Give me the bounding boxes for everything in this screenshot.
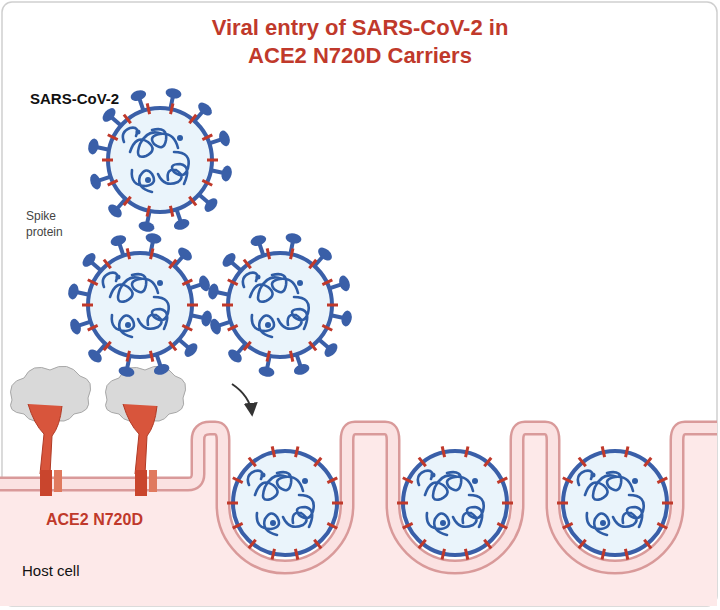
- cell-label: Host cell: [22, 562, 80, 580]
- spike-label: Spike protein: [26, 208, 88, 240]
- virus-label: SARS-CoV-2: [30, 90, 119, 108]
- title: Viral entry of SARS-CoV-2 in ACE2 N720D …: [185, 14, 535, 70]
- ace2-receptor: [106, 366, 186, 496]
- cell-membrane-inner: [0, 428, 717, 567]
- cell-membrane: [0, 428, 717, 567]
- ace2-receptor: [11, 366, 91, 496]
- entry-arrow: [232, 384, 252, 414]
- receptor-label: ACE2 N720D: [46, 510, 143, 530]
- host-cell: [0, 428, 717, 606]
